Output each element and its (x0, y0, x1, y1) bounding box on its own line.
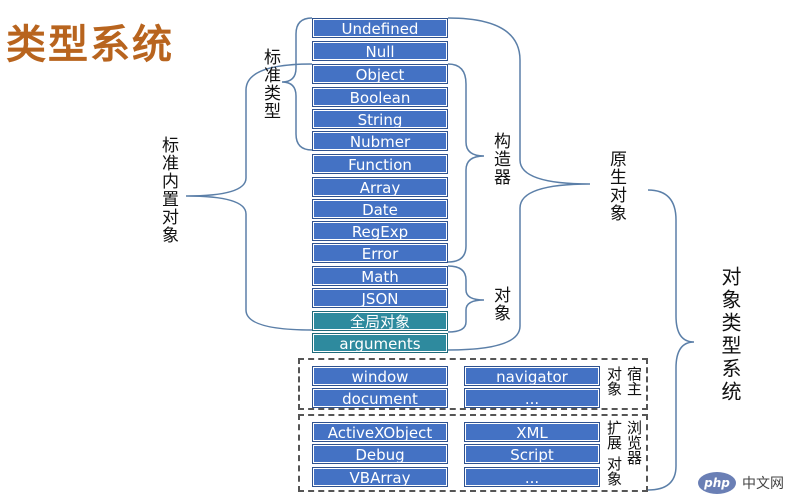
type-box-arguments: arguments (312, 333, 448, 353)
host-box-window: window (312, 366, 448, 386)
host-box-navigator: navigator (464, 366, 600, 386)
type-box-date: Date (312, 199, 448, 219)
label-host-a: 对象 (605, 366, 623, 396)
bracket-constructors (447, 63, 485, 263)
bracket-objects (447, 265, 485, 333)
ext-box-debug: Debug (312, 444, 448, 464)
type-box-number: Nubmer (312, 131, 448, 151)
ext-box-ellipsis: ... (464, 467, 600, 487)
label-standard-builtin: 标准内置对象 (158, 136, 178, 244)
label-ext-a: 扩展 (605, 420, 623, 450)
bracket-object-type-system (647, 189, 695, 491)
watermark: php 中文网 (698, 472, 784, 494)
label-native-objects: 原生对象 (606, 150, 626, 222)
php-logo-icon: php (698, 472, 736, 494)
ext-box-xml: XML (464, 422, 600, 442)
watermark-text: 中文网 (742, 476, 784, 492)
type-box-regexp: RegExp (312, 221, 448, 241)
host-objects-group (298, 358, 648, 410)
label-constructors: 构造器 (490, 132, 510, 186)
label-ext-b: 浏览器 (625, 420, 643, 465)
type-box-null: Null (312, 41, 448, 61)
type-box-object: Object (312, 64, 448, 84)
host-box-document: document (312, 388, 448, 408)
type-box-function: Function (312, 154, 448, 174)
bracket-standard-builtin (185, 63, 313, 331)
host-box-ellipsis: ... (464, 388, 600, 408)
type-box-undefined: Undefined (312, 18, 448, 38)
type-box-error: Error (312, 243, 448, 263)
label-objects: 对象 (490, 286, 510, 322)
ext-box-vbarray: VBArray (312, 467, 448, 487)
label-standard-types: 标准类型 (260, 48, 280, 120)
ext-box-activexobject: ActiveXObject (312, 422, 448, 442)
ext-box-script: Script (464, 444, 600, 464)
bracket-native-objects (447, 17, 591, 351)
type-box-string: String (312, 109, 448, 129)
type-box-math: Math (312, 266, 448, 286)
page-title: 类型系统 (6, 22, 174, 68)
label-host-b: 宿主 (625, 366, 643, 396)
browser-ext-group (298, 414, 648, 492)
type-box-boolean: Boolean (312, 87, 448, 107)
type-box-global-object: 全局对象 (312, 311, 448, 331)
type-box-json: JSON (312, 288, 448, 308)
bracket-standard-types (281, 17, 313, 151)
label-ext-c: 对象 (605, 456, 623, 486)
type-box-array: Array (312, 177, 448, 197)
label-object-type-system: 对象类型系统 (718, 266, 742, 404)
